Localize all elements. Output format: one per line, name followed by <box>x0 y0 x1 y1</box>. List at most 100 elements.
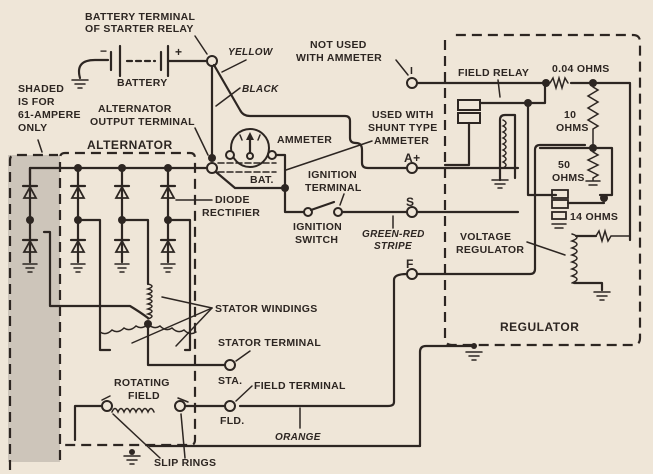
stator-terminal <box>224 359 236 371</box>
wire <box>73 404 104 442</box>
terminal-a <box>406 162 418 174</box>
ohms-10-label-2: OHMS <box>556 122 589 134</box>
note-line: 61-AMPERE <box>18 109 81 121</box>
pointer <box>131 307 213 344</box>
alternator-ground-icon <box>123 455 141 465</box>
wire <box>42 230 150 320</box>
terminal-f <box>406 268 418 280</box>
ohms-14-label: 14 OHMS <box>570 211 618 223</box>
diode-label-1: DIODE <box>215 194 250 206</box>
wire <box>443 121 471 167</box>
junction <box>600 194 608 202</box>
pointer <box>112 413 161 459</box>
note-line: ONLY <box>18 122 47 134</box>
ignition-switch-blade <box>309 200 336 212</box>
wire <box>415 143 587 276</box>
not-used-label-2: WITH AMMETER <box>296 52 382 64</box>
resistor-10-icon <box>586 86 600 149</box>
wire <box>78 218 112 352</box>
ground-icon <box>491 179 509 189</box>
regulator-outline <box>443 33 642 347</box>
pointer <box>395 59 409 76</box>
junction <box>471 343 477 349</box>
ohms-50-label-1: 50 <box>558 159 570 171</box>
battery-pos-sign: + <box>175 45 183 59</box>
orange-label: ORANGE <box>275 432 321 443</box>
stator-terminal-label: STATOR TERMINAL <box>218 337 321 349</box>
voltage-regulator-coil-icon <box>569 233 578 284</box>
ground-icon <box>593 291 611 301</box>
diode-icon <box>69 238 87 253</box>
field-terminal <box>224 400 236 412</box>
battery-ground-icon <box>71 79 89 89</box>
junction <box>26 216 34 224</box>
rotating-field-label-2: FIELD <box>128 390 160 402</box>
diode-icon <box>159 184 177 199</box>
vr-label-2: REGULATOR <box>456 244 524 256</box>
starter-relay-terminal <box>206 55 218 67</box>
field-relay-label: FIELD RELAY <box>458 67 529 79</box>
wire <box>168 218 192 352</box>
ammeter-label: AMMETER <box>277 134 332 146</box>
pointer <box>339 193 345 206</box>
yellow-wire <box>212 63 358 145</box>
pointer <box>215 87 241 107</box>
shaded-61a-region <box>8 155 60 462</box>
slip-rings-label: SLIP RINGS <box>154 457 216 469</box>
black-label: BLACK <box>242 84 279 95</box>
diode-icon <box>69 184 87 199</box>
ohms-50-label-2: OHMS <box>552 172 585 184</box>
battery-terminal-label-1: BATTERY TERMINAL <box>85 11 195 23</box>
field-relay-coil-wire <box>498 113 517 182</box>
terminal-a-label: A+ <box>404 151 421 165</box>
pointer <box>221 59 247 73</box>
ohms-004-label: 0.04 OHMS <box>552 63 610 75</box>
brush <box>177 397 189 403</box>
vr-contact <box>551 199 569 209</box>
yellow-label: YELLOW <box>228 47 274 58</box>
resistor-004-icon <box>549 75 569 91</box>
vr-contact <box>551 211 567 220</box>
ignition-switch-label-2: SWITCH <box>295 234 338 246</box>
diode-icon <box>21 238 39 253</box>
orange-wire <box>238 272 409 408</box>
regulator-label: REGULATOR <box>500 320 579 334</box>
ammeter <box>225 128 277 168</box>
diode-label-2: RECTIFIER <box>202 207 260 219</box>
ignition-terminal <box>333 207 343 217</box>
battery-label: BATTERY <box>117 77 168 89</box>
wire <box>354 141 409 170</box>
note-line: SHADED <box>18 83 64 95</box>
shunt-label-3: AMMETER <box>374 135 429 147</box>
diode-icon <box>113 238 131 253</box>
alt-output-label-1: ALTERNATOR <box>98 103 172 115</box>
junction <box>542 79 550 87</box>
not-used-label-1: NOT USED <box>310 39 367 51</box>
regulator-ground-icon <box>465 351 483 361</box>
field-relay-contact <box>457 112 481 124</box>
pointer <box>180 413 186 459</box>
sta-label: STA. <box>218 375 242 387</box>
stator-winding-icon <box>145 283 153 320</box>
field-terminal-label: FIELD TERMINAL <box>254 380 346 392</box>
slip-ring-right <box>174 400 186 412</box>
terminal-s-label: S <box>406 195 415 209</box>
resistor-50-icon <box>586 151 600 181</box>
ground-icon <box>160 263 176 273</box>
wire <box>572 281 604 292</box>
bat-label: BAT. <box>250 174 274 186</box>
ground-icon <box>70 263 86 273</box>
pointer <box>194 127 209 156</box>
green-red-label-2: STRIPE <box>374 241 412 252</box>
alternator-outline <box>58 151 197 460</box>
slip-ring-left <box>101 400 113 412</box>
wire <box>146 322 228 367</box>
battery-terminal-label-2: OF STARTER RELAY <box>85 23 194 35</box>
terminal-f-label: F <box>406 257 414 271</box>
ground-icon <box>551 223 567 229</box>
shunt-label-2: SHUNT TYPE <box>368 122 438 134</box>
fld-label: FLD. <box>220 415 245 427</box>
pointer <box>194 35 208 55</box>
vr-contact <box>551 189 569 199</box>
field-relay-contact <box>457 99 481 111</box>
